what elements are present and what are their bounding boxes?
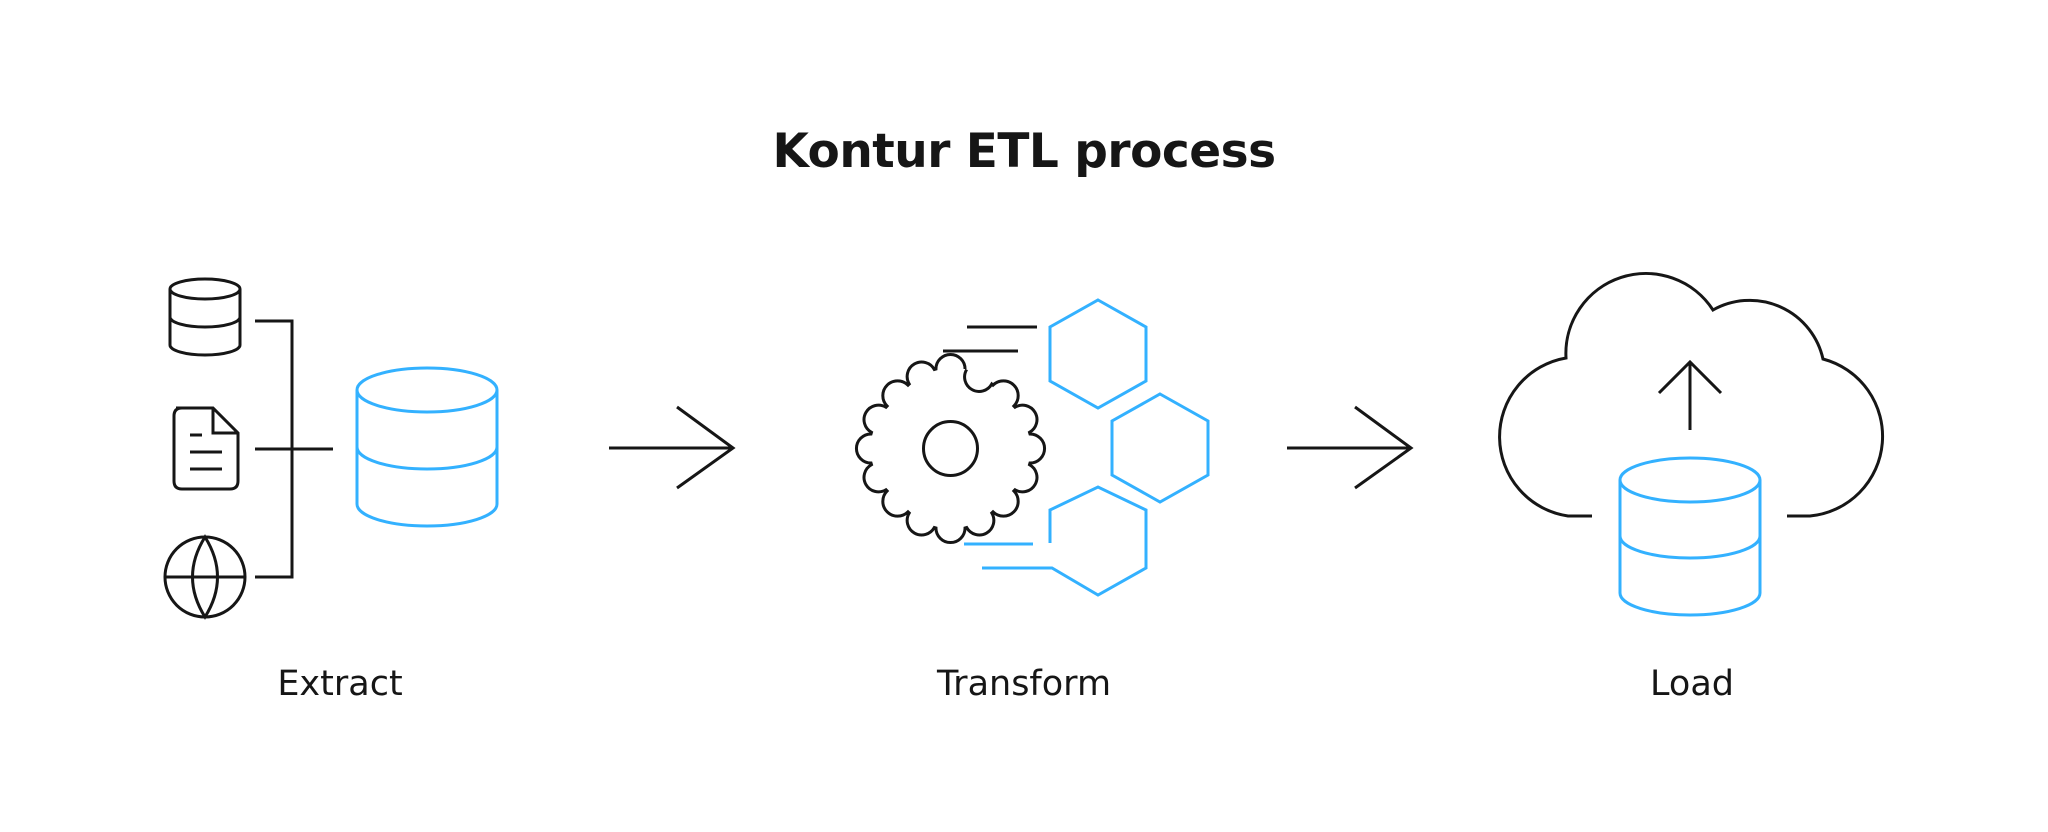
upload-arrow-icon [1657,359,1723,430]
extract-database-icon [355,366,499,528]
stage-label-load: Load [1650,664,1734,704]
hexagon-icon [964,485,1148,597]
source-database-icon [168,277,242,357]
hexagon-icon [1110,392,1210,504]
extract-stage [163,277,499,620]
source-bracket-connector [255,319,333,579]
cloud-icon [1498,272,1885,518]
source-globe-icon [163,534,247,620]
motion-lines [943,325,1037,353]
load-database-icon [1618,456,1762,617]
transform-stage [855,298,1210,597]
hexagon-icon [1048,298,1148,410]
stage-label-extract: Extract [277,664,403,704]
load-stage [1498,272,1885,617]
arrow-right-icon [1287,405,1414,490]
source-document-icon [172,406,240,491]
stage-label-transform: Transform [936,664,1112,704]
diagram-title: Kontur ETL process [772,124,1276,179]
gear-icon [855,353,1046,544]
arrow-right-icon [609,405,736,490]
